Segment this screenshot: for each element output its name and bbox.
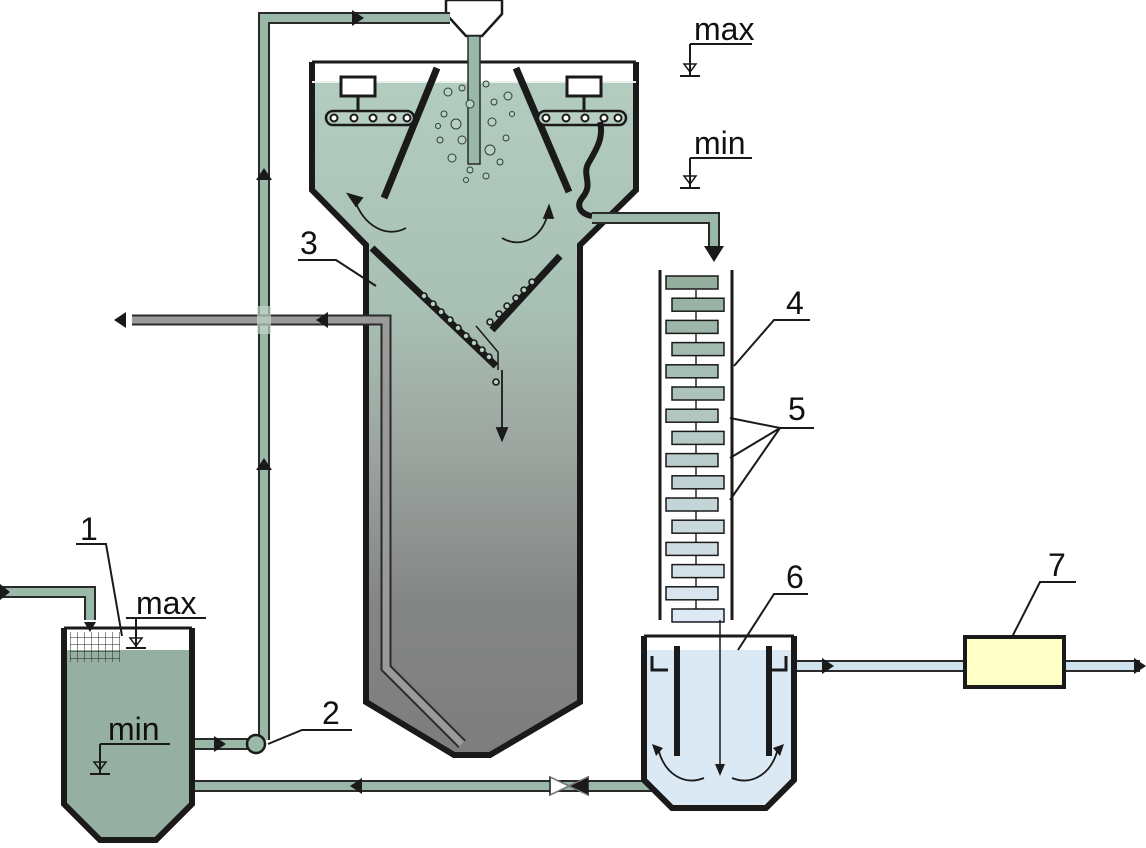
label-1: 1 [76,511,123,637]
label-4-text: 4 [786,285,804,321]
level-label: max [136,585,196,621]
skimmer-left [324,75,416,127]
plate [671,608,725,623]
label-3: 3 [298,225,377,287]
screen-mesh [70,632,120,662]
return-pipe [188,780,720,811]
label-5: 5 [729,391,814,501]
label-5-text: 5 [788,391,806,427]
level-label: max [694,11,754,47]
settled-particles [420,278,536,386]
plate [665,364,719,379]
pump [245,733,267,755]
plate [671,341,725,357]
level-label: min [108,711,160,747]
plate [665,586,719,601]
label-2-text: 2 [322,695,340,731]
plate [665,275,719,290]
level-label: min [694,125,746,161]
feed-riser-pipe [258,12,450,740]
post-treatment-unit [963,635,1066,689]
label-4: 4 [733,285,810,367]
level-mark-flotator-max: max [680,11,754,77]
label-7-text: 7 [1048,547,1066,583]
flotator-flow-arrows [345,192,555,443]
skimmer-right [536,75,628,127]
plate-column [658,270,734,623]
level-mark-tank-max: max [126,585,206,649]
plate [665,541,719,557]
flow-arrowheads [0,10,1146,794]
plate [665,319,719,335]
label-6: 6 [737,559,808,651]
plate [665,497,719,512]
inlet-pipe [0,586,96,620]
settler [641,620,797,811]
air-bubbles [435,80,515,183]
froth-hose [576,121,604,219]
label-3-text: 3 [300,225,318,261]
plate [665,452,719,468]
plate [665,408,719,423]
plate [671,563,725,579]
feed-funnel [444,0,504,165]
plate [671,430,725,446]
label-6-text: 6 [786,559,804,595]
return-valve [549,775,589,797]
level-mark-flotator-min: min [680,125,752,189]
plate [671,297,725,312]
label-2: 2 [267,695,352,745]
label-1-text: 1 [80,511,98,547]
plate [671,475,725,490]
label-7: 7 [1011,547,1076,638]
level-mark-tank-min: min [90,711,170,775]
plate [671,386,725,401]
froth-transfer-pipe [592,212,720,246]
plate [671,519,725,534]
plates [665,275,725,623]
